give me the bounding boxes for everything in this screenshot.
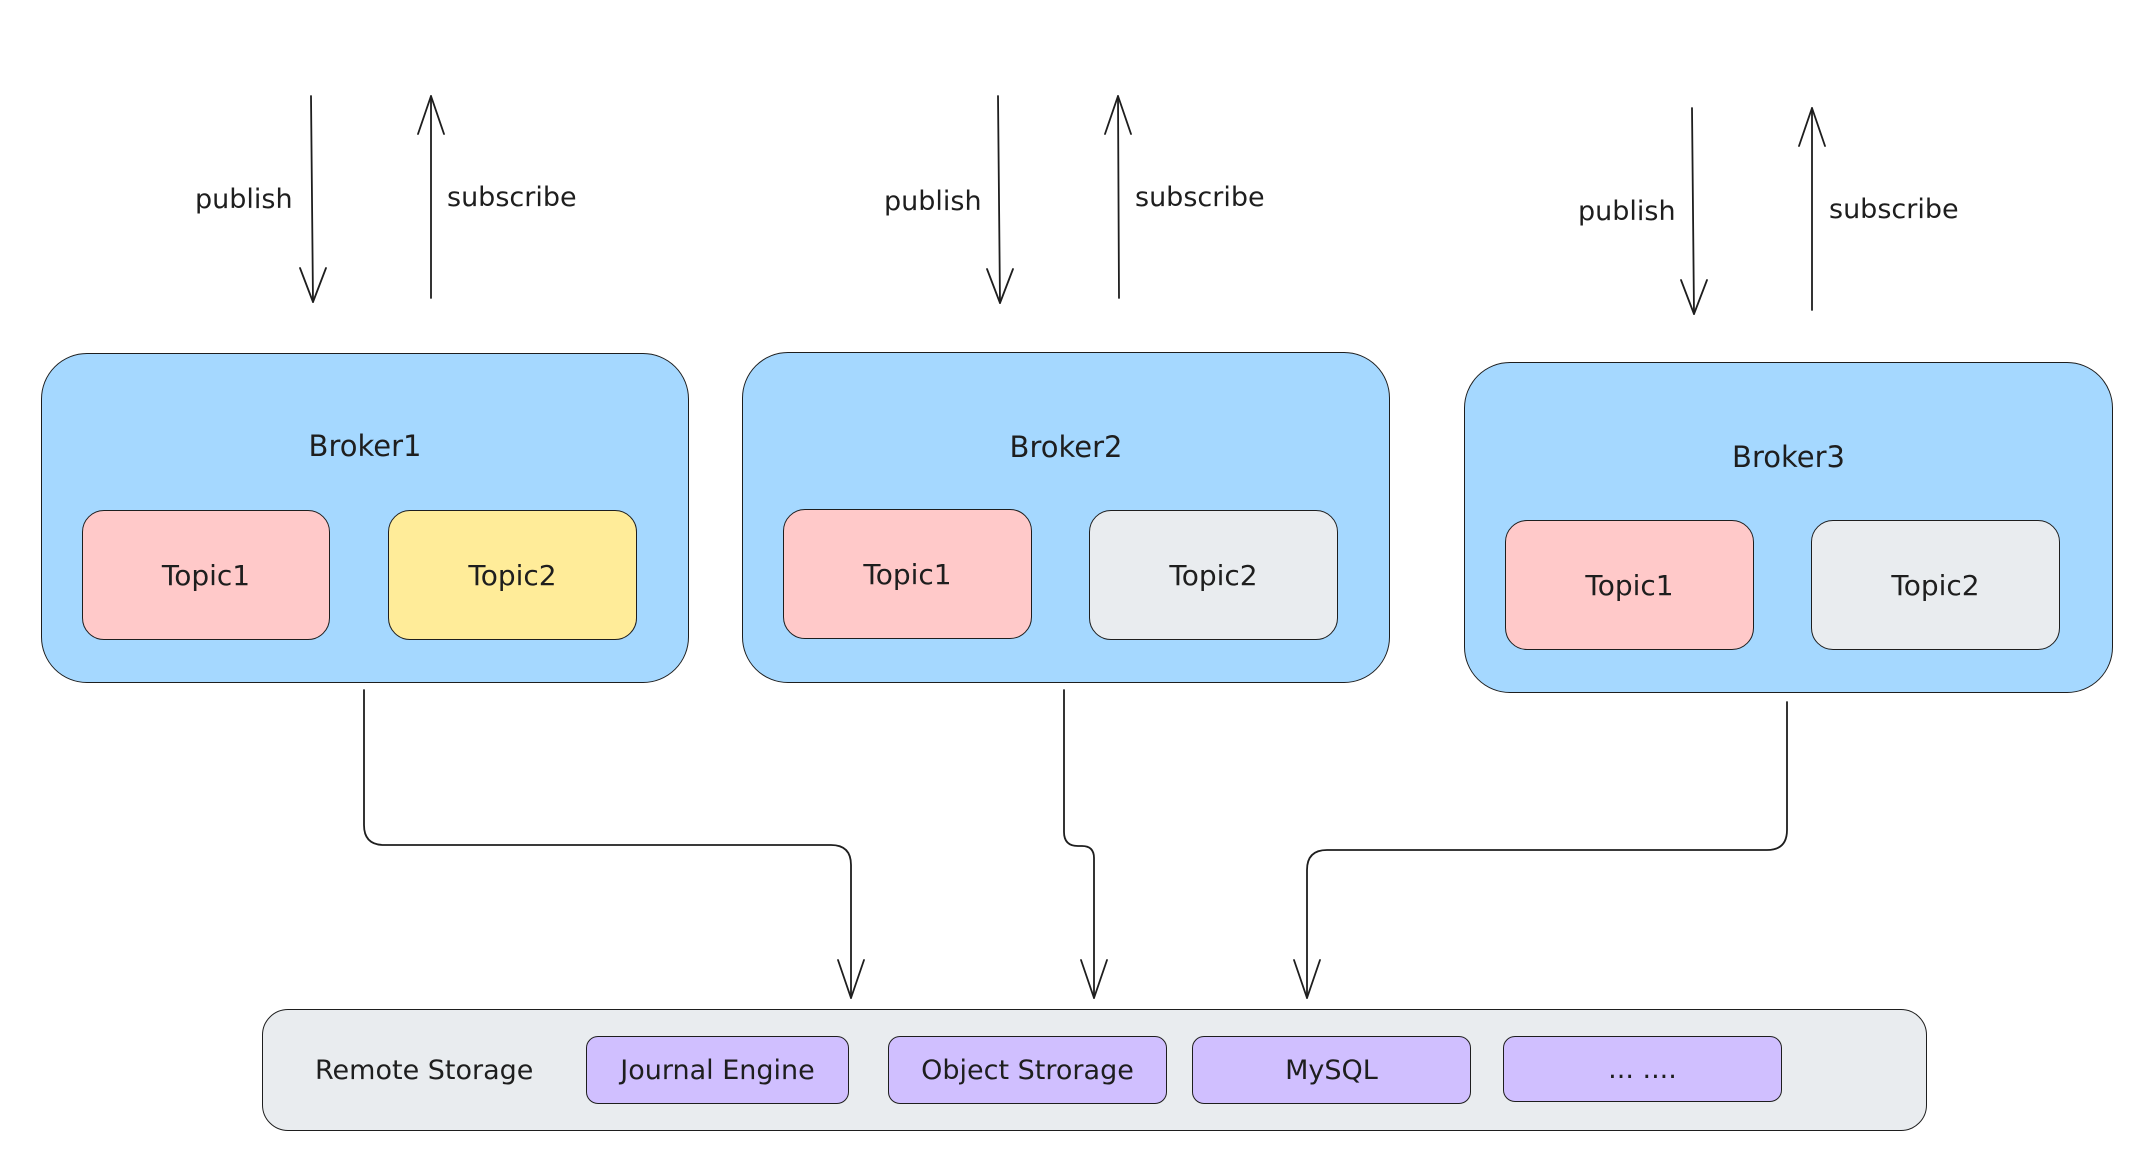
- publish-arrow-broker1: [299, 95, 327, 303]
- broker3-topic2[interactable]: Topic2: [1811, 520, 2060, 650]
- subscribe-arrow-broker2: [1104, 95, 1132, 299]
- remote-storage-panel[interactable]: Remote Storage Journal Engine Object Str…: [262, 1009, 1927, 1131]
- storage-engine-more[interactable]: ... ....: [1503, 1036, 1782, 1102]
- broker3-topic1[interactable]: Topic1: [1505, 520, 1754, 650]
- connector-broker2-storage: [1063, 689, 1108, 999]
- broker2-topic1[interactable]: Topic1: [783, 509, 1032, 639]
- broker1-topic2[interactable]: Topic2: [388, 510, 637, 640]
- publish-arrow-broker2: [986, 95, 1014, 304]
- broker3-title: Broker3: [1732, 440, 1845, 474]
- remote-storage-title: Remote Storage: [315, 1055, 534, 1086]
- broker1-topic1[interactable]: Topic1: [82, 510, 330, 640]
- publish-label-broker2: publish: [884, 186, 982, 217]
- broker2-node[interactable]: Broker2 Topic1 Topic2: [742, 352, 1390, 683]
- publish-label-broker1: publish: [195, 184, 293, 215]
- storage-engine-journal[interactable]: Journal Engine: [586, 1036, 849, 1104]
- broker1-title: Broker1: [308, 429, 422, 463]
- broker1-node[interactable]: Broker1 Topic1 Topic2: [41, 353, 689, 683]
- subscribe-arrow-broker3: [1798, 107, 1826, 311]
- connector-broker1-storage: [363, 689, 865, 999]
- connector-broker3-storage: [1293, 701, 1788, 999]
- broker2-topic2[interactable]: Topic2: [1089, 510, 1338, 640]
- subscribe-label-broker1: subscribe: [447, 182, 577, 213]
- storage-engine-mysql[interactable]: MySQL: [1192, 1036, 1471, 1104]
- broker2-title: Broker2: [1009, 430, 1123, 464]
- storage-engine-object[interactable]: Object Strorage: [888, 1036, 1167, 1104]
- subscribe-label-broker3: subscribe: [1829, 194, 1959, 225]
- subscribe-arrow-broker1: [417, 95, 445, 299]
- publish-label-broker3: publish: [1578, 196, 1676, 227]
- broker3-node[interactable]: Broker3 Topic1 Topic2: [1464, 362, 2113, 693]
- subscribe-label-broker2: subscribe: [1135, 182, 1265, 213]
- publish-arrow-broker3: [1680, 107, 1708, 315]
